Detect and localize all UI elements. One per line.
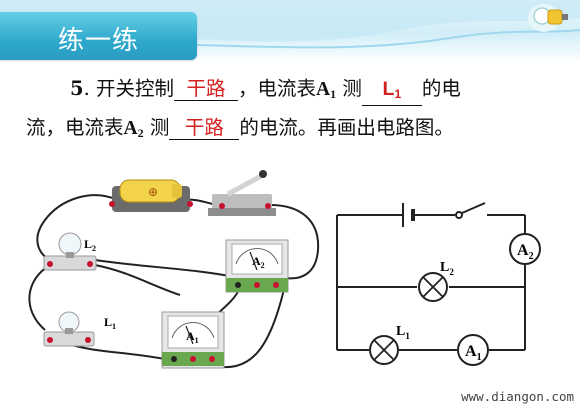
ammeter-a1-component <box>161 311 225 369</box>
switch-lever <box>461 202 486 214</box>
schematic-lamp-l2 <box>418 272 448 302</box>
question-text-4: 的电 <box>421 77 461 100</box>
question-text-1: 开关控制 <box>95 77 174 100</box>
lightbulb-icon <box>528 4 568 32</box>
schematic-lamp-l1 <box>369 335 399 365</box>
photo-a1-label: A1 <box>186 329 199 345</box>
meter-a2-label: A2 <box>123 118 144 140</box>
photo-a2-label: A2 <box>252 254 265 270</box>
question-text-6: 测 <box>149 116 170 139</box>
svg-text:⊕: ⊕ <box>148 185 158 199</box>
schematic-ammeter-a2: A2 <box>509 233 541 265</box>
meter-a1-label: A1 <box>316 79 337 101</box>
schematic-l2-label: L2 <box>440 260 454 277</box>
watermark: www.diangon.com <box>461 389 574 404</box>
section-title: 练一练 <box>58 26 140 56</box>
question-number-sep: . <box>83 77 90 100</box>
svg-text:A2: A2 <box>517 242 534 262</box>
svg-text:A1: A1 <box>465 343 482 363</box>
question-text-3: 测 <box>342 77 362 100</box>
battery-component: ⊕ <box>109 179 193 212</box>
question-number: 5 <box>70 77 84 100</box>
switch-component <box>208 170 276 216</box>
schematic-ammeter-a1: A1 <box>457 334 489 366</box>
question-text-7: 的电流。再画出电路图。 <box>239 116 454 139</box>
circuit-schematic: A2 L2 L1 A1 <box>336 202 541 366</box>
answer-blank-2: L1 <box>361 78 422 106</box>
switch-contact <box>455 211 463 219</box>
answer-blank-3: 干路 <box>169 117 240 140</box>
ammeter-a2-component <box>225 239 289 293</box>
physical-circuit-illustration: ⊕ L2 L1 A2 <box>28 170 320 369</box>
schematic-l1-label: L1 <box>396 324 410 341</box>
photo-l2-label: L2 <box>84 237 96 253</box>
bulb-l2-component <box>43 232 97 271</box>
answer-blank-1: 干路 <box>174 78 238 101</box>
question-line-2: 流，电流表A2 测干路的电流。再画出电路图。 <box>26 111 566 150</box>
question-text-5: 流，电流表 <box>26 116 124 139</box>
bulb-l1-component <box>43 311 95 347</box>
photo-l1-label: L1 <box>104 315 116 331</box>
question-text-2: ，电流表 <box>238 77 317 100</box>
section-banner: 练一练 <box>0 12 197 60</box>
